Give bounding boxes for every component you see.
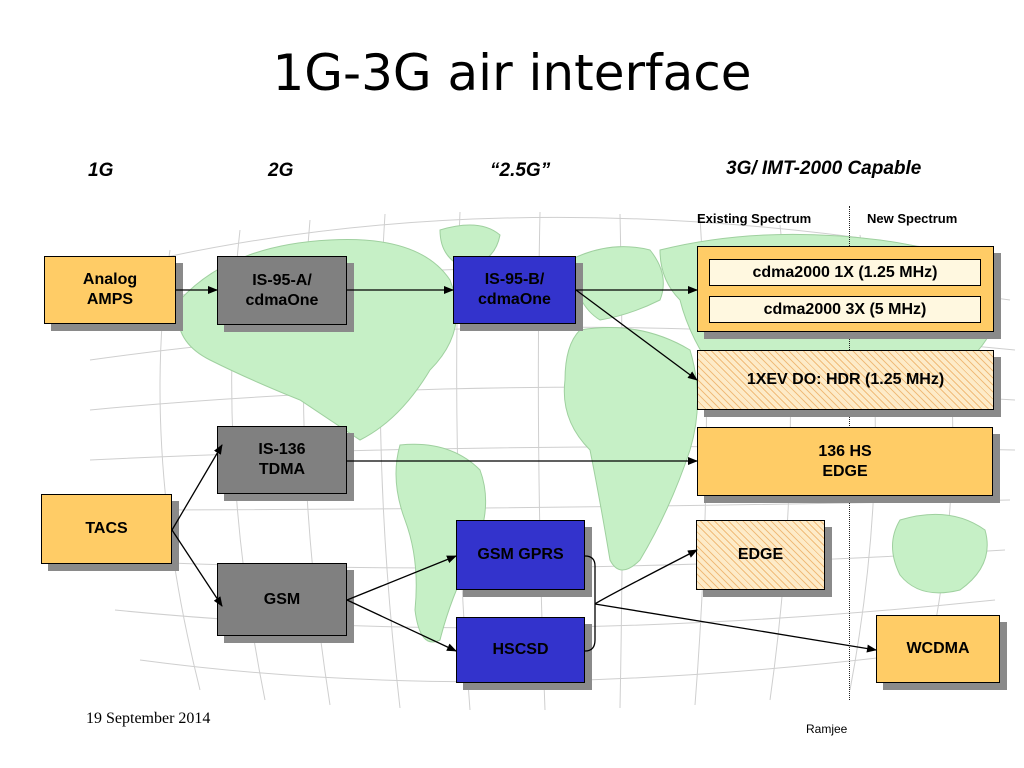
- node-tacs: TACS: [41, 494, 172, 564]
- south-america-shape: [395, 443, 487, 643]
- footer-author: Ramjee: [806, 722, 848, 736]
- node-1xev-do: 1XEV DO: HDR (1.25 MHz): [697, 350, 994, 410]
- australia-shape: [892, 513, 988, 594]
- arrow-tacs-to-is136: [171, 444, 223, 531]
- africa-shape: [563, 327, 698, 571]
- node-edge-label: EDGE: [737, 546, 784, 563]
- node-cdma2000-3x: cdma2000 3X (5 MHz): [709, 296, 981, 323]
- node-136hs-edge-label: 136 HS EDGE: [818, 442, 872, 480]
- arrow-gsm-to-gprs: [346, 555, 457, 601]
- node-hscsd: HSCSD: [456, 617, 585, 683]
- node-is95b: IS-95-B/ cdmaOne: [453, 256, 576, 324]
- europe-shape: [569, 246, 664, 321]
- node-analog-amps: Analog AMPS: [44, 256, 176, 324]
- arrow-gsm-to-hscsd: [346, 599, 457, 652]
- node-is95b-label: IS-95-B/ cdmaOne: [478, 271, 551, 308]
- header-2-5g: “2.5G”: [490, 160, 551, 181]
- node-is136: IS-136 TDMA: [217, 426, 347, 494]
- node-edge: EDGE: [696, 520, 825, 590]
- node-hscsd-label: HSCSD: [492, 641, 549, 658]
- new-spectrum-label: New Spectrum: [867, 211, 958, 226]
- arrow-is95b-to-1xev-do: [575, 289, 698, 381]
- header-2g: 2G: [268, 160, 294, 181]
- node-gsm-label: GSM: [263, 590, 301, 608]
- node-wcdma: WCDMA: [876, 615, 1000, 683]
- node-gsm-gprs: GSM GPRS: [456, 520, 585, 590]
- footer-date: 19 September 2014: [86, 710, 211, 727]
- node-gsm-gprs-label: GSM GPRS: [477, 546, 564, 563]
- existing-spectrum-label: Existing Spectrum: [697, 211, 812, 226]
- node-cdma2000-1x: cdma2000 1X (1.25 MHz): [709, 259, 981, 286]
- node-gsm: GSM: [217, 563, 347, 636]
- node-is95a-label: IS-95-A/ cdmaOne: [245, 271, 319, 309]
- arrow-bracket-to-edge: [594, 549, 698, 605]
- node-analog-amps-label: Analog AMPS: [82, 271, 138, 308]
- node-tacs-label: TACS: [85, 520, 128, 537]
- header-1g: 1G: [88, 160, 114, 181]
- arrow-tacs-to-gsm: [171, 529, 223, 607]
- node-1xev-do-label: 1XEV DO: HDR (1.25 MHz): [746, 371, 945, 388]
- node-is95a: IS-95-A/ cdmaOne: [217, 256, 347, 325]
- slide-title: 1G-3G air interface: [272, 44, 752, 102]
- arrow-bracket-to-wcdma: [594, 603, 877, 653]
- node-136hs-edge: 136 HS EDGE: [697, 427, 993, 496]
- node-is136-label: IS-136 TDMA: [258, 441, 306, 478]
- node-wcdma-label: WCDMA: [906, 640, 970, 657]
- connector-gprs-hscsd-bracket: [584, 555, 596, 652]
- header-3g: 3G/ IMT-2000 Capable: [726, 158, 922, 179]
